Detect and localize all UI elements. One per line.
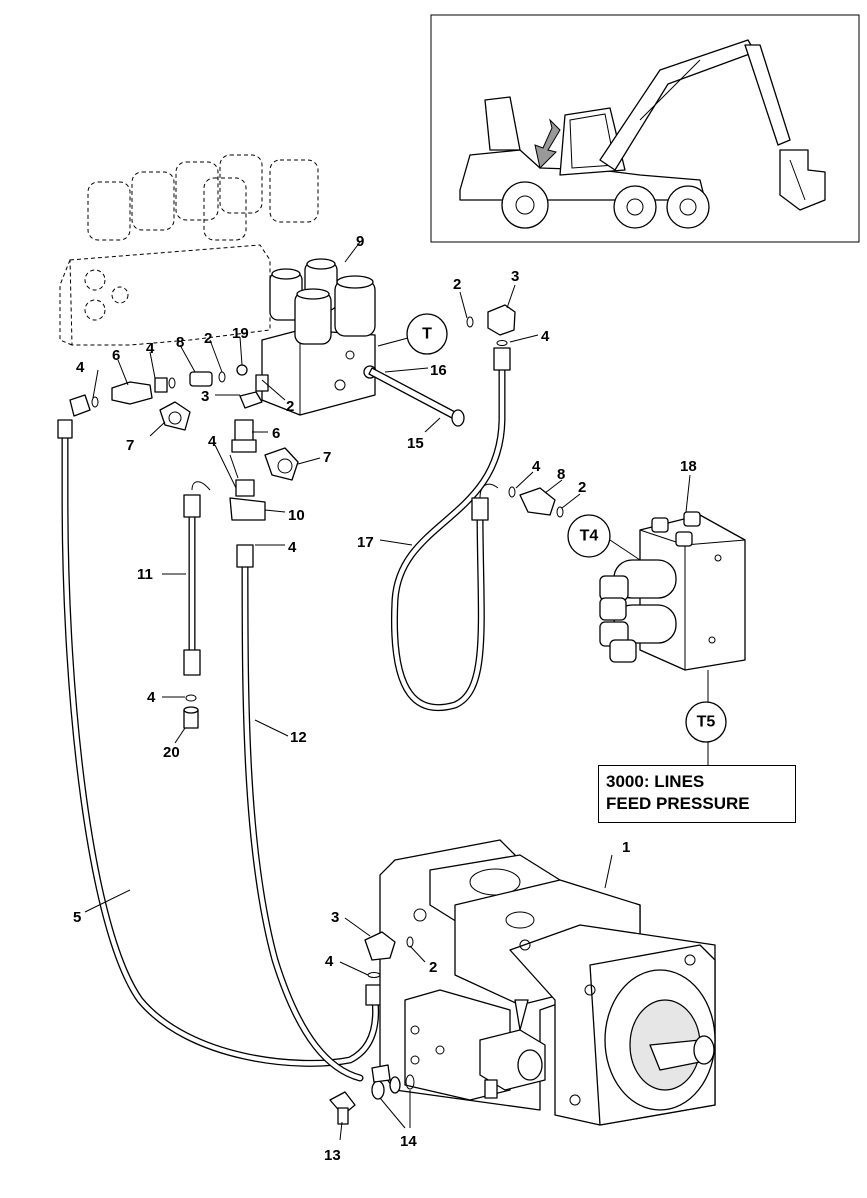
pump-1 — [379, 839, 716, 1126]
leader-lines — [84, 241, 691, 1141]
callout-16: 16 — [430, 362, 447, 379]
callout-6a: 6 — [112, 347, 120, 364]
callout-2a: 2 — [453, 276, 461, 293]
callout-4a: 4 — [541, 328, 550, 345]
callout-12: 12 — [290, 729, 307, 746]
upper-right-fittings — [466, 304, 516, 346]
callout-5: 5 — [73, 909, 81, 926]
middle-right-fittings — [508, 486, 564, 518]
callout-4h: 4 — [325, 953, 334, 970]
callout-2d: 2 — [578, 479, 586, 496]
callout-3b: 3 — [201, 388, 209, 405]
hose-17 — [390, 347, 511, 712]
ref-circle-T5: T5 — [685, 701, 727, 743]
callout-19: 19 — [232, 325, 249, 342]
callout-10: 10 — [288, 507, 305, 524]
callout-9: 9 — [356, 233, 364, 250]
solenoid-valve-block — [261, 258, 377, 416]
callout-2b: 2 — [204, 330, 212, 347]
ref-T4-text: T4 — [580, 528, 599, 545]
callout-2c: 2 — [286, 398, 294, 415]
callout-8b: 8 — [557, 466, 565, 483]
callout-14: 14 — [400, 1133, 417, 1150]
note-line-1: 3000: LINES — [606, 772, 705, 791]
note-line-2: FEED PRESSURE — [606, 794, 750, 813]
callout-2e: 2 — [429, 959, 437, 976]
callout-4f: 4 — [147, 689, 156, 706]
callout-1: 1 — [622, 839, 630, 856]
machine-inset — [430, 14, 860, 243]
callout-4g: 4 — [532, 458, 541, 475]
ref-T5-text: T5 — [697, 714, 716, 731]
line-reference-note: 3000: LINES FEED PRESSURE — [598, 765, 796, 823]
callout-3a: 3 — [511, 268, 519, 285]
callout-20: 20 — [163, 744, 180, 761]
callout-15: 15 — [407, 435, 424, 452]
hose-12 — [236, 544, 364, 1082]
callout-7b: 7 — [323, 449, 331, 466]
callout-8a: 8 — [176, 334, 184, 351]
ref-circle-T4: T4 — [567, 514, 611, 558]
callout-18: 18 — [680, 458, 697, 475]
callout-4e: 4 — [288, 539, 297, 556]
callout-11: 11 — [137, 566, 153, 583]
hose-11 — [183, 481, 211, 729]
bolt-15 — [368, 367, 465, 427]
hose-5 — [57, 419, 383, 1067]
valve-block-18 — [599, 511, 746, 765]
callout-17: 17 — [357, 534, 374, 551]
callout-labels: 1 9 2 3 4 16 15 4 6 4 8 2 19 3 2 7 6 4 7… — [73, 233, 697, 1164]
callout-13: 13 — [324, 1147, 341, 1164]
callout-4d: 4 — [208, 433, 217, 450]
valve-bank-outline — [59, 154, 319, 346]
plug-and-seals — [329, 1064, 415, 1125]
ref-T-text: T — [422, 326, 432, 343]
callout-6b: 6 — [272, 425, 280, 442]
callout-4b: 4 — [76, 359, 85, 376]
callout-7a: 7 — [126, 437, 134, 454]
callout-3c: 3 — [331, 909, 339, 926]
left-fittings — [69, 364, 299, 521]
callout-4c: 4 — [146, 340, 155, 357]
ref-circle-T: T — [406, 313, 448, 355]
